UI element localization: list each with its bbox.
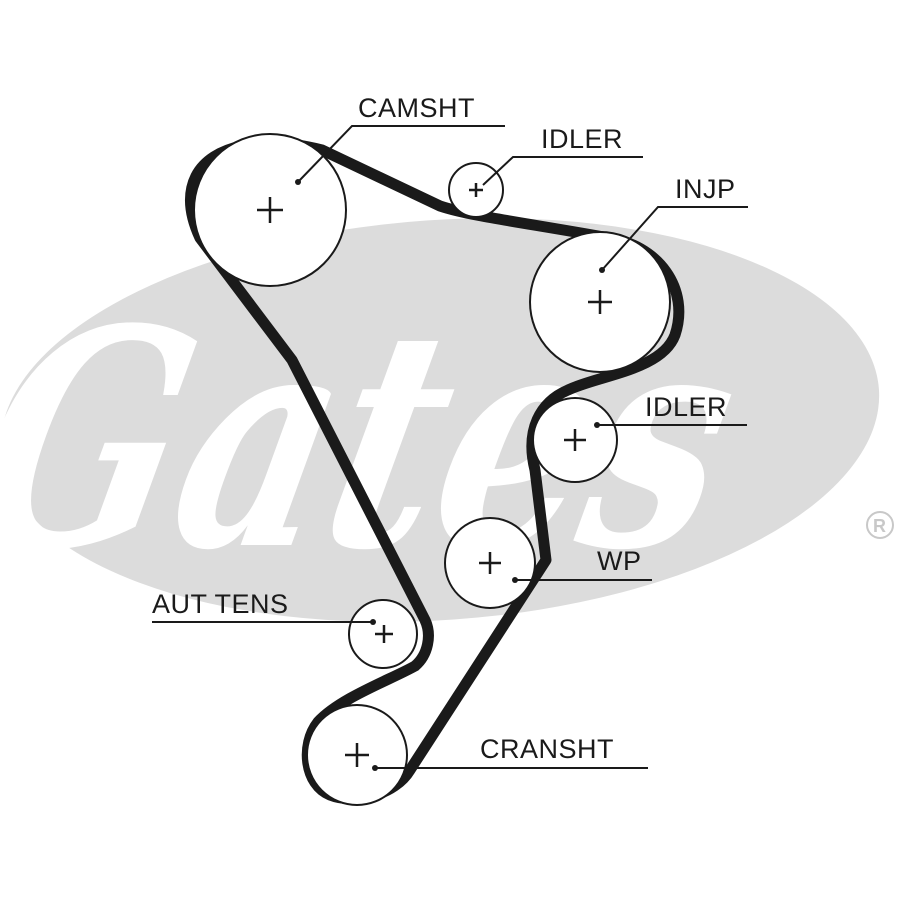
label-wp: WP (597, 546, 642, 576)
label-aut-tens: AUT TENS (152, 589, 289, 619)
registered-mark-icon: R (866, 511, 894, 539)
label-injp: INJP (675, 174, 736, 204)
leader-injp (601, 206, 748, 271)
pulley-idler-top (448, 162, 504, 218)
leader-idler-top (482, 156, 643, 186)
leader-camsht (297, 125, 505, 183)
svg-text:R: R (873, 516, 886, 536)
label-idler-mid: IDLER (645, 392, 727, 422)
pulley-injection-pump (529, 231, 671, 373)
label-cransht: CRANSHT (480, 734, 614, 764)
label-camsht: CAMSHT (358, 93, 475, 123)
gates-logo: Gates R (0, 218, 894, 622)
pulley-water-pump (444, 517, 536, 609)
pulley-idler-mid (532, 397, 618, 483)
pulley-auto-tensioner (348, 599, 418, 669)
pulley-crankshaft (306, 704, 408, 806)
label-idler-top: IDLER (541, 124, 623, 154)
